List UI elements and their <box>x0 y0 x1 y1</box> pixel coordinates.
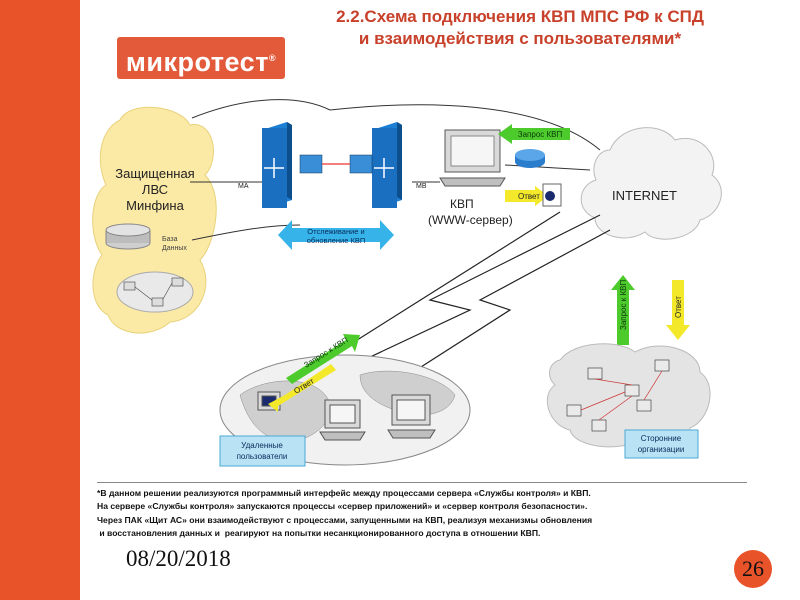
title-line-1: 2.2.Схема подключения КВП МПС РФ к СПД <box>336 7 704 26</box>
lan-label-1: Защищенная <box>115 166 194 181</box>
footnote: *В данном решении реализуются программны… <box>97 487 747 540</box>
router-icon <box>515 149 545 168</box>
database-icon <box>105 223 151 250</box>
db-label-2: Данных <box>162 245 187 252</box>
third-party-label-1: Сторонние <box>641 434 682 443</box>
db-label-1: База <box>162 236 178 243</box>
request-to-kvp-arrow <box>286 334 360 384</box>
answer-label: Ответ <box>518 192 540 201</box>
request-kvp-arrow <box>498 124 570 144</box>
logo-text: микротест <box>125 47 269 77</box>
firewall-icon <box>299 154 373 174</box>
third-party-label-2: организации <box>638 445 685 454</box>
kvp-label: КВП <box>450 197 474 211</box>
third-party-box <box>624 429 699 459</box>
lan-cloud <box>92 106 217 334</box>
remote-users-box <box>219 435 306 467</box>
lan-label-3: Минфина <box>126 198 184 213</box>
document-icon <box>542 183 562 207</box>
request-vertical-label: Запрос к КВП <box>619 280 628 330</box>
answer-remote-arrow <box>268 364 336 412</box>
request-kvp-label: Запрос КВП <box>518 130 563 139</box>
sync-arrow <box>278 220 394 250</box>
lan-label-2: ЛВС <box>142 182 168 197</box>
link-remote-2 <box>384 229 611 391</box>
footnote-line-1: *В данном решении реализуются программны… <box>97 488 591 498</box>
footnote-line-3: Через ПАК «Щит АС» они взаимодействуют с… <box>97 514 593 525</box>
sync-label-1: Отслеживание и <box>307 227 364 236</box>
internet-label: INTERNET <box>612 188 677 203</box>
title-line-2: и взаимодействия с пользователями* <box>358 29 682 48</box>
lan-pc-icons <box>123 277 184 307</box>
answer-vertical-label: Ответ <box>674 296 683 318</box>
slide-date: 08/20/2018 <box>126 546 231 571</box>
company-logo: микротест® <box>117 37 285 79</box>
page-number-badge: 26 <box>734 550 772 588</box>
footnote-divider <box>97 482 747 483</box>
left-accent-bar <box>0 0 80 600</box>
internet-cloud <box>580 127 722 240</box>
server-ma-icon <box>262 122 292 208</box>
mv-label: МВ <box>416 183 427 190</box>
answer-vertical-arrow <box>666 280 690 340</box>
request-vertical-arrow <box>611 275 635 345</box>
ma-label: МА <box>238 183 249 190</box>
page-title: 2.2.Схема подключения КВП МПС РФ к СПД и… <box>250 6 790 50</box>
answer-arrow <box>505 186 548 206</box>
third-party-pc-icons <box>566 359 670 432</box>
link-remote-1 <box>299 214 601 391</box>
remote-users-label-1: Удаленные <box>241 441 283 450</box>
kvp-computer-icon <box>439 129 506 187</box>
sync-label-2: обновление КВП <box>307 236 366 245</box>
footnote-line-4: и восстановления данных и реагируют на п… <box>97 527 541 538</box>
server-mv-icon <box>372 122 402 208</box>
www-server-label: (WWW-сервер) <box>428 213 513 227</box>
remote-users-label-2: пользователи <box>237 452 288 461</box>
footnote-line-2: На сервере «Службы контроля» запускаются… <box>97 501 588 512</box>
